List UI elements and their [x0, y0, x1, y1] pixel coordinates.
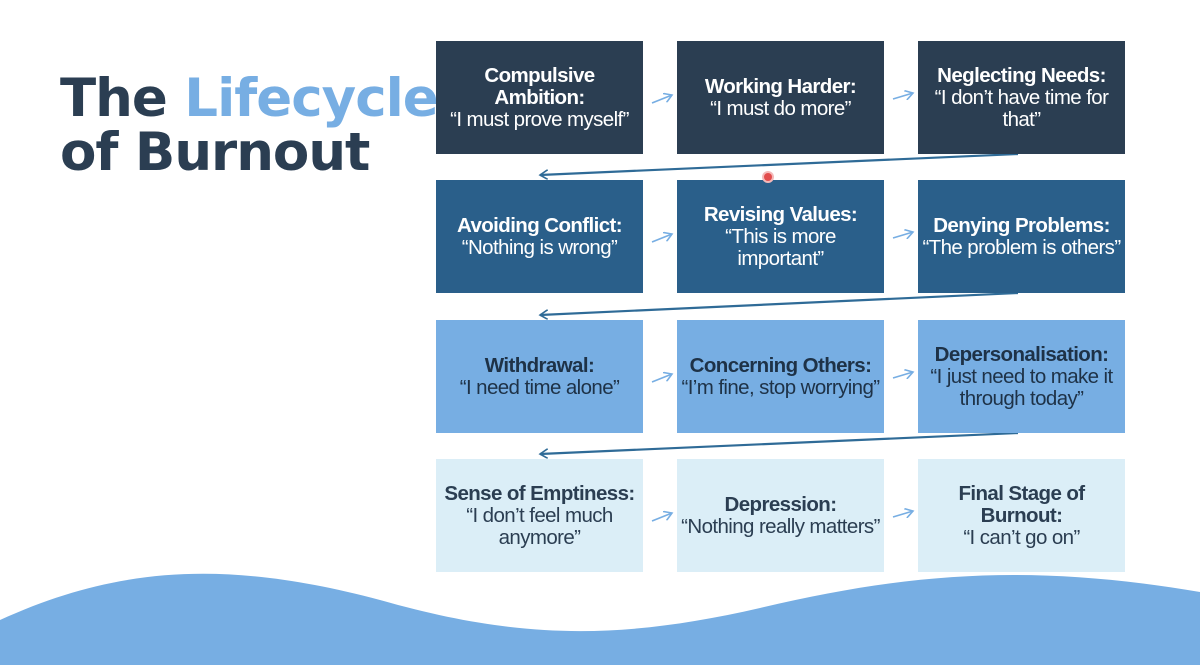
stage-heading: Working Harder:: [704, 74, 857, 98]
flow-arrow: [651, 513, 672, 522]
stage-heading: Neglecting Needs:: [937, 63, 1106, 87]
stage-heading: Revising Values:: [703, 202, 858, 226]
flow-arrow: [651, 374, 672, 383]
stage-box: Neglecting Needs:“I don’t have time for …: [918, 41, 1125, 154]
stage-heading: Compulsive Ambition:: [484, 63, 595, 109]
flow-arrow: [892, 372, 913, 378]
stage-box: Withdrawal:“I need time alone”: [436, 320, 643, 433]
stage-quote: “Nothing is wrong”: [461, 235, 618, 259]
cursor-pointer: [764, 173, 772, 181]
title-part1: The: [60, 68, 185, 129]
stage-quote: “I can’t go on”: [963, 525, 1080, 549]
stage-box: Final Stage of Burnout:“I can’t go on”: [918, 459, 1125, 572]
slide-title: The Lifecycle of Burnout: [60, 72, 439, 183]
title-accent: Lifecycle: [184, 68, 438, 129]
horizontal-arrows: [651, 93, 913, 522]
stage-heading: Denying Problems:: [933, 213, 1110, 237]
stage-quote: “I don’t feel much anymore”: [466, 503, 613, 549]
return-arrow: [540, 291, 1019, 315]
flow-arrow: [892, 511, 913, 517]
stage-heading: Depression:: [724, 492, 837, 516]
stage-box: Depersonalisation:“I just need to make i…: [918, 320, 1125, 433]
stage-quote: “I don’t have time for that”: [934, 85, 1109, 131]
flow-arrow: [651, 234, 672, 243]
flow-arrow: [892, 232, 913, 238]
stage-quote: “I must do more”: [710, 96, 851, 120]
stage-quote: “I just need to make it through today”: [930, 364, 1113, 410]
stage-box: Denying Problems:“The problem is others”: [918, 180, 1125, 293]
stage-heading: Sense of Emptiness:: [444, 481, 635, 505]
stage-box: Concerning Others:“I’m fine, stop worryi…: [677, 320, 884, 433]
stage-heading: Final Stage of Burnout:: [958, 481, 1085, 527]
stage-quote: “I’m fine, stop worrying”: [681, 375, 880, 399]
stage-heading: Concerning Others:: [689, 353, 872, 377]
return-arrow: [540, 152, 1019, 175]
bottom-wave: [0, 573, 1200, 665]
stage-heading: Avoiding Conflict:: [457, 213, 623, 237]
stage-box: Sense of Emptiness:“I don’t feel much an…: [436, 459, 643, 572]
return-arrows: [540, 152, 1019, 454]
stage-heading: Withdrawal:: [484, 353, 595, 377]
stage-box: Compulsive Ambition:“I must prove myself…: [436, 41, 643, 154]
flow-arrow: [651, 95, 672, 104]
stage-quote: “The problem is others”: [922, 235, 1121, 259]
flow-arrow: [892, 93, 913, 99]
stage-box: Avoiding Conflict:“Nothing is wrong”: [436, 180, 643, 293]
stage-quote: “I need time alone”: [459, 375, 620, 399]
stage-box: Depression:“Nothing really matters”: [677, 459, 884, 572]
stage-box: Working Harder:“I must do more”: [677, 41, 884, 154]
stage-quote: “Nothing really matters”: [681, 514, 880, 538]
stage-heading: Depersonalisation:: [934, 342, 1109, 366]
stage-box: Revising Values:“This is more important”: [677, 180, 884, 293]
stage-quote: “This is more important”: [725, 224, 836, 270]
return-arrow: [540, 431, 1019, 454]
stage-quote: “I must prove myself”: [450, 107, 629, 131]
title-part2: of Burnout: [60, 122, 370, 183]
